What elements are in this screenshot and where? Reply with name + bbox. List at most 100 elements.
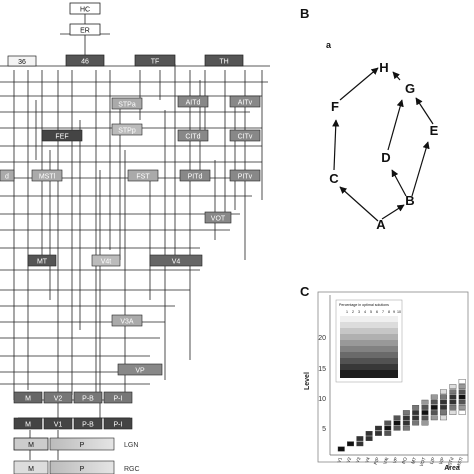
lgn-m: M — [28, 442, 34, 449]
matrix-cell — [421, 420, 429, 426]
x-tick-mt: MT — [410, 456, 417, 464]
x-tick-v1: V1 — [336, 456, 343, 463]
inset-scale-5: 5 — [370, 310, 372, 314]
panel-b-label: B — [300, 6, 309, 21]
x-tick-vot: VOT — [419, 456, 427, 467]
inset-scale-2: 2 — [352, 310, 354, 314]
lgn-label: LGN — [124, 442, 138, 449]
inset-scale-6: 6 — [376, 310, 378, 314]
node-v2-pi: P-I — [114, 396, 123, 403]
inset-title: Percentage in optimal solutions — [339, 303, 389, 307]
matrix-cell — [384, 425, 392, 431]
inset-scale-8: 8 — [388, 310, 390, 314]
graph-node-f: F — [331, 99, 339, 114]
inset-scale-10: 10 — [397, 310, 401, 314]
node-v2: V2 — [54, 396, 63, 403]
matrix-columns — [337, 379, 466, 452]
node-v1-pb: P-B — [82, 422, 94, 429]
matrix-cell — [412, 420, 420, 426]
matrix-cell — [440, 394, 447, 400]
node-vot: VOT — [211, 216, 226, 223]
x-tick-pip: PIP — [373, 457, 380, 466]
node-v1-m: M — [25, 422, 31, 429]
matrix-cell — [430, 394, 438, 400]
matrix-cell — [393, 415, 401, 421]
matrix-cell — [449, 410, 457, 415]
node-fst: FST — [136, 174, 150, 181]
y-tick-20: 20 — [318, 335, 326, 342]
matrix-cell — [458, 379, 466, 384]
node-36: 36 — [18, 59, 26, 66]
graph-nodes: H G F E D C B A — [329, 60, 438, 232]
node-aitv: AITv — [238, 100, 253, 107]
matrix-cell — [347, 441, 354, 447]
node-v3a: V3A — [120, 319, 134, 326]
x-tick-v2: V2 — [346, 456, 353, 463]
matrix-cell — [430, 415, 438, 421]
inset-grayscale — [340, 316, 398, 378]
matrix-cell — [458, 405, 466, 410]
v1-row: M V1 P-B P-I — [13, 417, 133, 430]
graph-edges — [332, 67, 434, 222]
node-tf: TF — [151, 59, 160, 66]
matrix-ylabel: Level — [304, 372, 311, 390]
inset-scale-4: 4 — [364, 310, 366, 314]
matrix-cell — [458, 399, 466, 405]
matrix-cell — [430, 410, 438, 415]
matrix-cell — [356, 436, 364, 441]
panel-b-sub: a — [326, 40, 332, 50]
x-tick-vp: VP — [392, 457, 399, 464]
node-v4: V4 — [172, 259, 181, 266]
node-fef: FEF — [55, 134, 68, 141]
node-v2-m: M — [25, 396, 31, 403]
matrix-cell — [430, 399, 438, 405]
x-tick-mstl: MSTl — [455, 457, 463, 469]
matrix-cell — [421, 415, 429, 421]
matrix-cell — [402, 420, 410, 426]
y-tick-5: 5 — [322, 426, 326, 433]
panel-c-label: C — [300, 284, 310, 299]
matrix-cell — [402, 425, 410, 431]
matrix-cell — [375, 431, 382, 436]
node-pitd: PITd — [188, 174, 203, 181]
matrix-cell — [449, 394, 457, 400]
matrix-cell — [440, 405, 447, 410]
inset-scale-9: 9 — [393, 310, 395, 314]
graph-node-c: C — [329, 171, 339, 186]
matrix-cell — [402, 410, 410, 415]
graph-node-e: E — [430, 123, 439, 138]
matrix-cell — [421, 399, 429, 405]
inset-scale-1: 1 — [346, 310, 348, 314]
v2-row: M V2 P-B P-I — [13, 391, 133, 404]
matrix-cell — [402, 415, 410, 421]
node-hc: HC — [80, 7, 90, 14]
node-v4t: V4t — [101, 259, 112, 266]
node-mt: MT — [37, 259, 48, 266]
x-tick-mstd: MSTd — [446, 456, 455, 470]
matrix-cell — [458, 389, 466, 395]
matrix-cell — [412, 405, 420, 410]
matrix-cell — [449, 384, 457, 389]
matrix-cell — [337, 446, 345, 452]
node-46: 46 — [81, 59, 89, 66]
node-stpa: STPa — [118, 102, 136, 109]
matrix-cell — [412, 415, 420, 421]
node-citv: CITv — [238, 134, 253, 141]
node-v1-pi: P-I — [114, 422, 123, 429]
matrix-cell — [440, 415, 447, 421]
matrix-cell — [421, 405, 429, 410]
node-citd: CITd — [185, 134, 200, 141]
rgc-m: M — [28, 466, 34, 473]
lgn-p: P — [80, 442, 85, 449]
y-tick-15: 15 — [318, 366, 326, 373]
x-tick-v4t: V4t — [382, 456, 389, 465]
node-d-edge: d — [5, 174, 9, 181]
inset-scale-7: 7 — [382, 310, 384, 314]
x-tick-lip: LIP — [429, 457, 436, 465]
node-mstl: MSTl — [39, 174, 56, 181]
graph-node-a: A — [376, 217, 386, 232]
matrix-cell — [365, 436, 373, 441]
node-aitd: AITd — [186, 100, 201, 107]
rgc-label: RGC — [124, 466, 140, 473]
